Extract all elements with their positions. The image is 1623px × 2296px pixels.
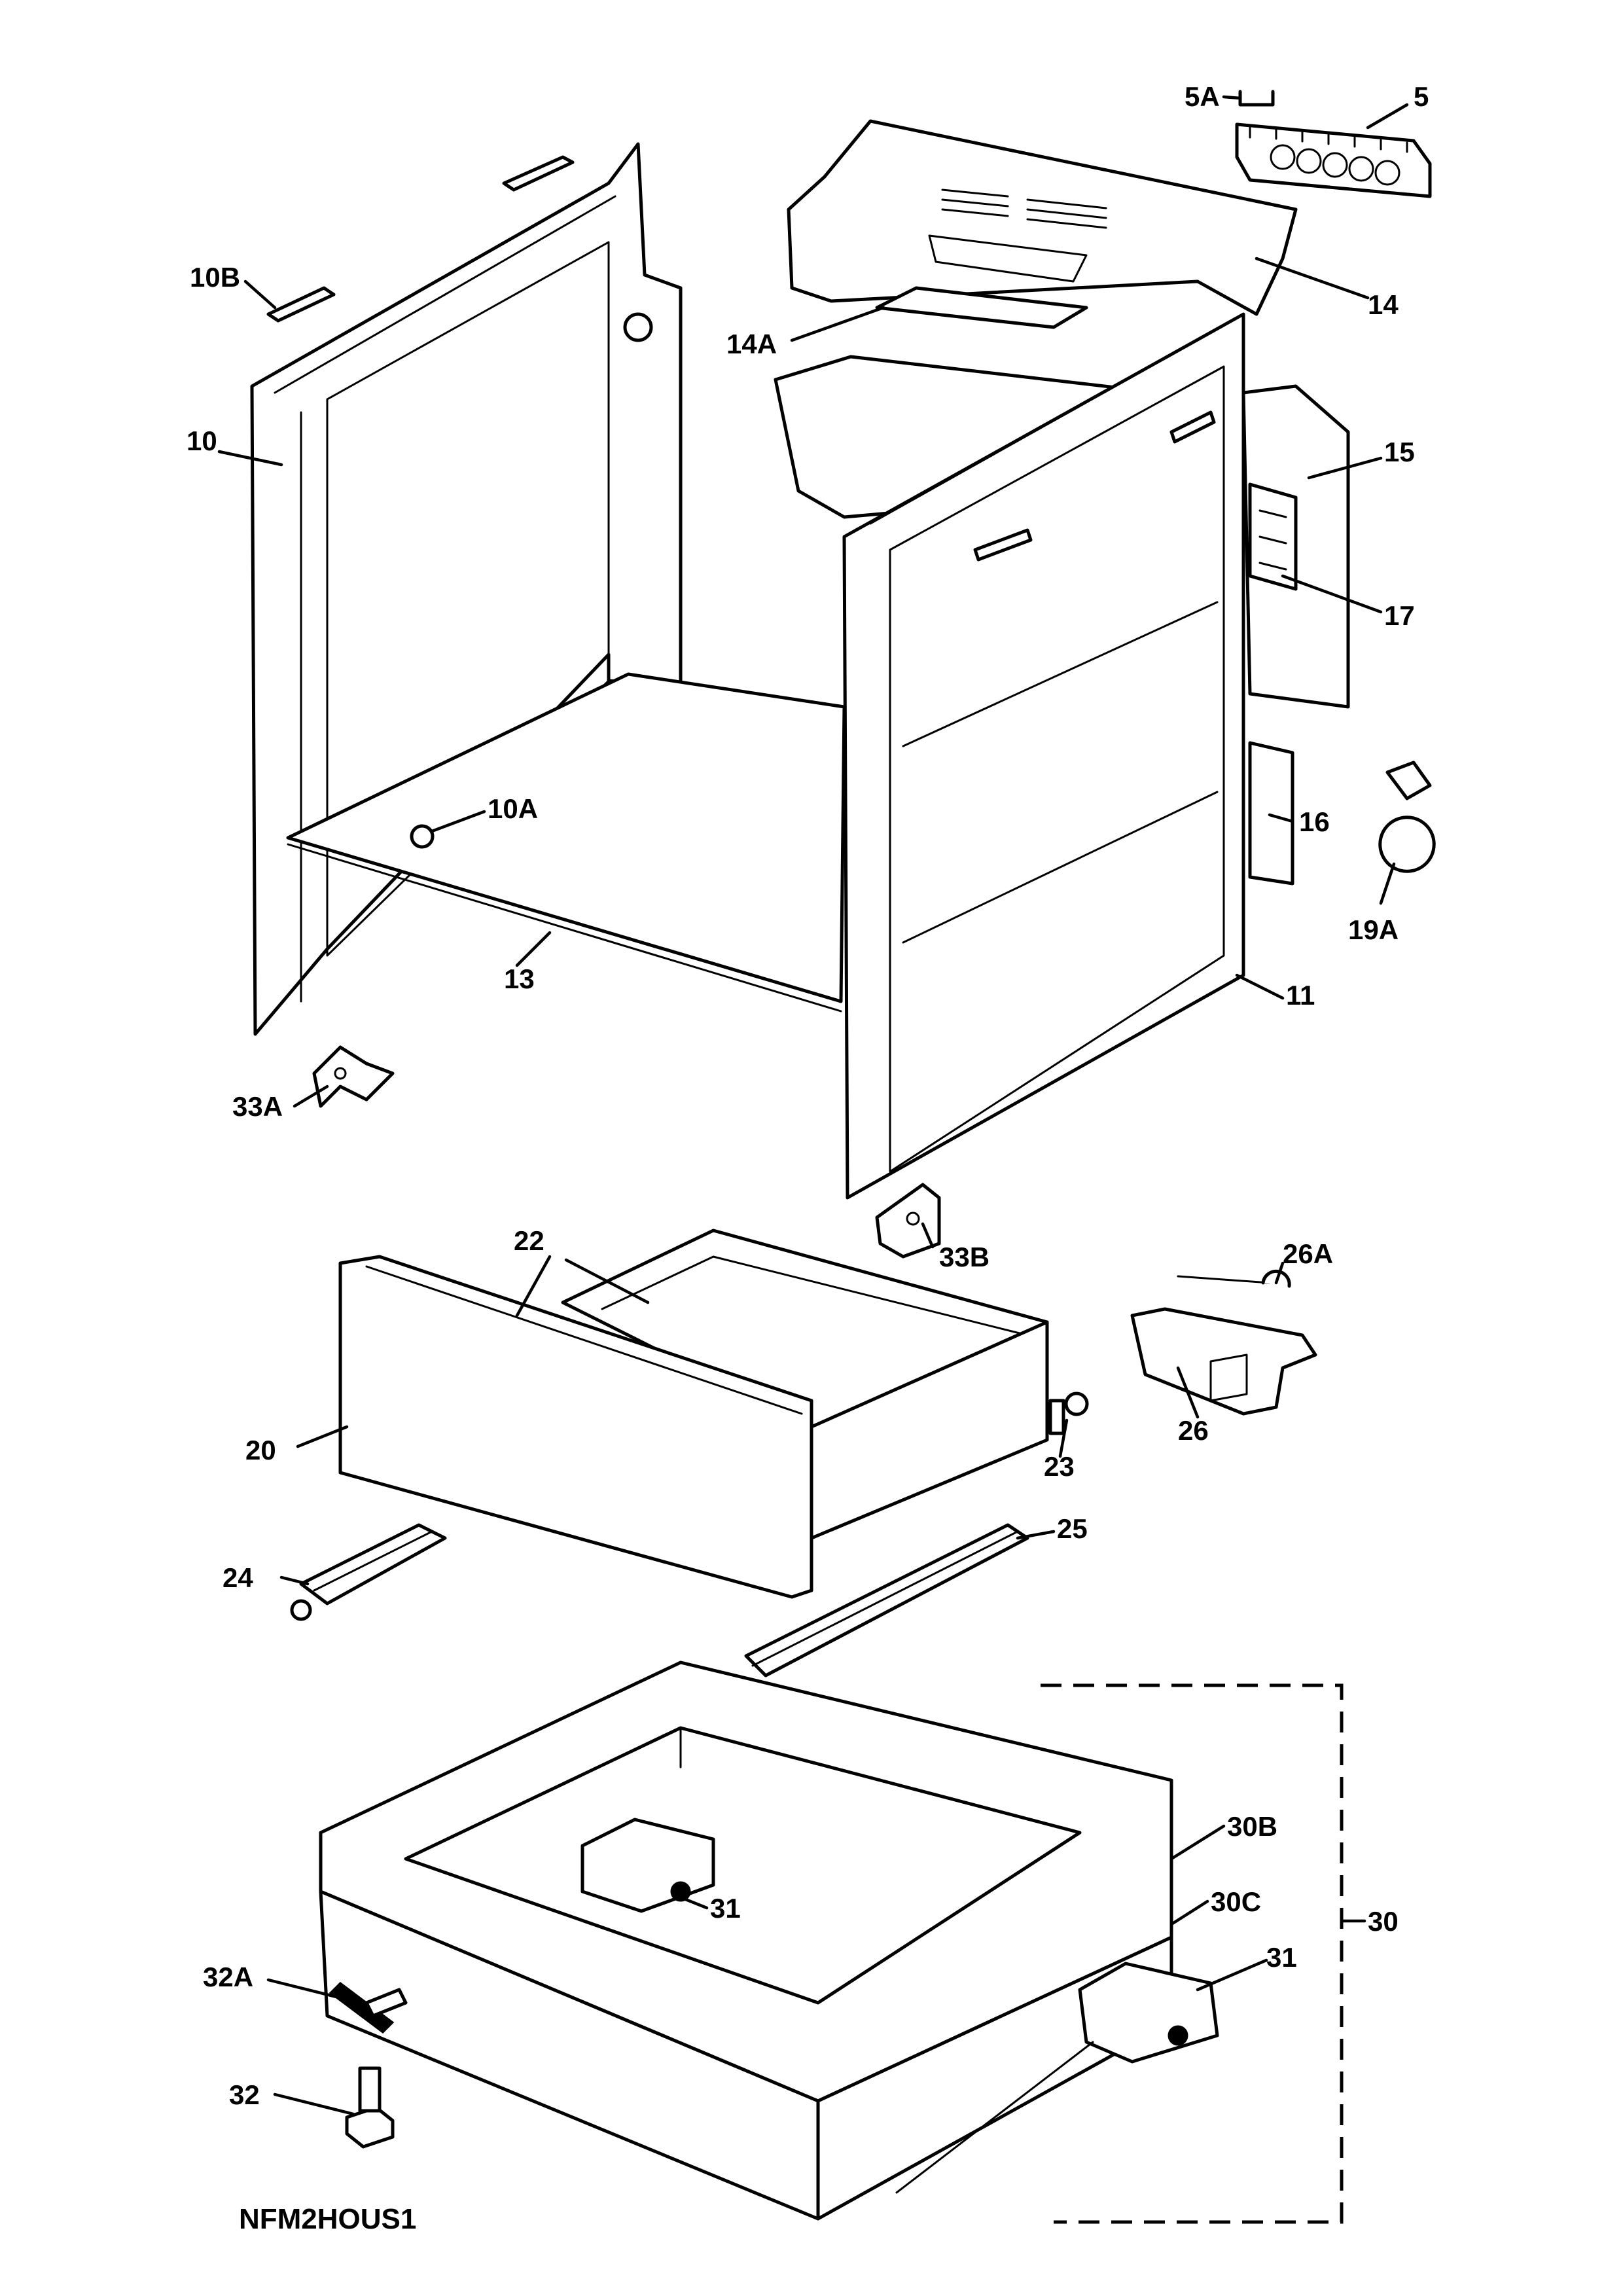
label-14: 14: [1368, 289, 1399, 320]
clip-part-5a: [1238, 90, 1275, 107]
label-10b: 10B: [190, 262, 240, 293]
label-32a: 32A: [203, 1962, 253, 1992]
leveling-bracket-part-31-a: [580, 1818, 715, 1913]
leveling-bracket-part-31-b: [895, 1962, 1219, 2194]
assembly-30-bracket: [1041, 1683, 1344, 2224]
right-side-panel-part-11: [842, 312, 1245, 1200]
bracket-part-33a: [312, 1045, 395, 1108]
label-31-a: 31: [710, 1893, 741, 1924]
label-31-b: 31: [1266, 1942, 1297, 1973]
label-30c: 30C: [1211, 1886, 1261, 1917]
label-26a: 26A: [1283, 1238, 1333, 1269]
latch-part-26: [1130, 1307, 1317, 1416]
label-33a: 33A: [232, 1091, 283, 1122]
label-24: 24: [223, 1562, 253, 1593]
leveling-leg-part-32: [345, 2066, 395, 2149]
bracket-part-14a: [875, 286, 1088, 329]
bracket-part-33b: [875, 1183, 941, 1259]
label-25: 25: [1057, 1513, 1088, 1544]
label-10a: 10A: [488, 793, 538, 824]
label-19a: 19A: [1348, 914, 1399, 945]
diagram-code: NFM2HOUS1: [239, 2203, 416, 2235]
label-26: 26: [1178, 1415, 1209, 1446]
spring-part-26a: [1177, 1269, 1291, 1288]
clip-part-10b: [266, 286, 336, 323]
label-5a: 5A: [1185, 81, 1220, 112]
label-22: 22: [514, 1225, 544, 1256]
label-33b: 33B: [939, 1242, 990, 1272]
rear-panel-part-14: [787, 119, 1298, 316]
clip-top: [502, 155, 575, 192]
label-5: 5: [1414, 81, 1429, 112]
label-17: 17: [1384, 600, 1415, 631]
drawer-slide-part-24: [290, 1523, 447, 1621]
stop-part-23: [1048, 1391, 1089, 1435]
label-15: 15: [1384, 437, 1415, 467]
label-13: 13: [504, 963, 535, 994]
terminal-block-part-5: [1235, 122, 1432, 198]
bracket-part-17: [1248, 482, 1298, 591]
label-23: 23: [1044, 1451, 1075, 1482]
label-30b: 30B: [1227, 1811, 1277, 1842]
part-labels: 5A 5 10B 14 14A 10 15 17 10A 16 19A 13 1…: [187, 81, 1429, 2110]
label-14a: 14A: [726, 329, 777, 359]
label-10: 10: [187, 425, 217, 456]
screw-part-10a: [410, 824, 435, 849]
clip-part-19a: [1378, 761, 1436, 873]
gasket-part-16: [1248, 741, 1294, 886]
drawer-front-part-20: [338, 1255, 813, 1599]
label-20: 20: [245, 1435, 276, 1465]
label-30: 30: [1368, 1906, 1399, 1937]
label-32: 32: [229, 2079, 260, 2110]
leveling-leg-clip-part-32a: [329, 1982, 408, 2034]
label-11: 11: [1286, 980, 1315, 1011]
leader-lines: [217, 95, 1409, 2116]
label-16: 16: [1299, 806, 1330, 837]
